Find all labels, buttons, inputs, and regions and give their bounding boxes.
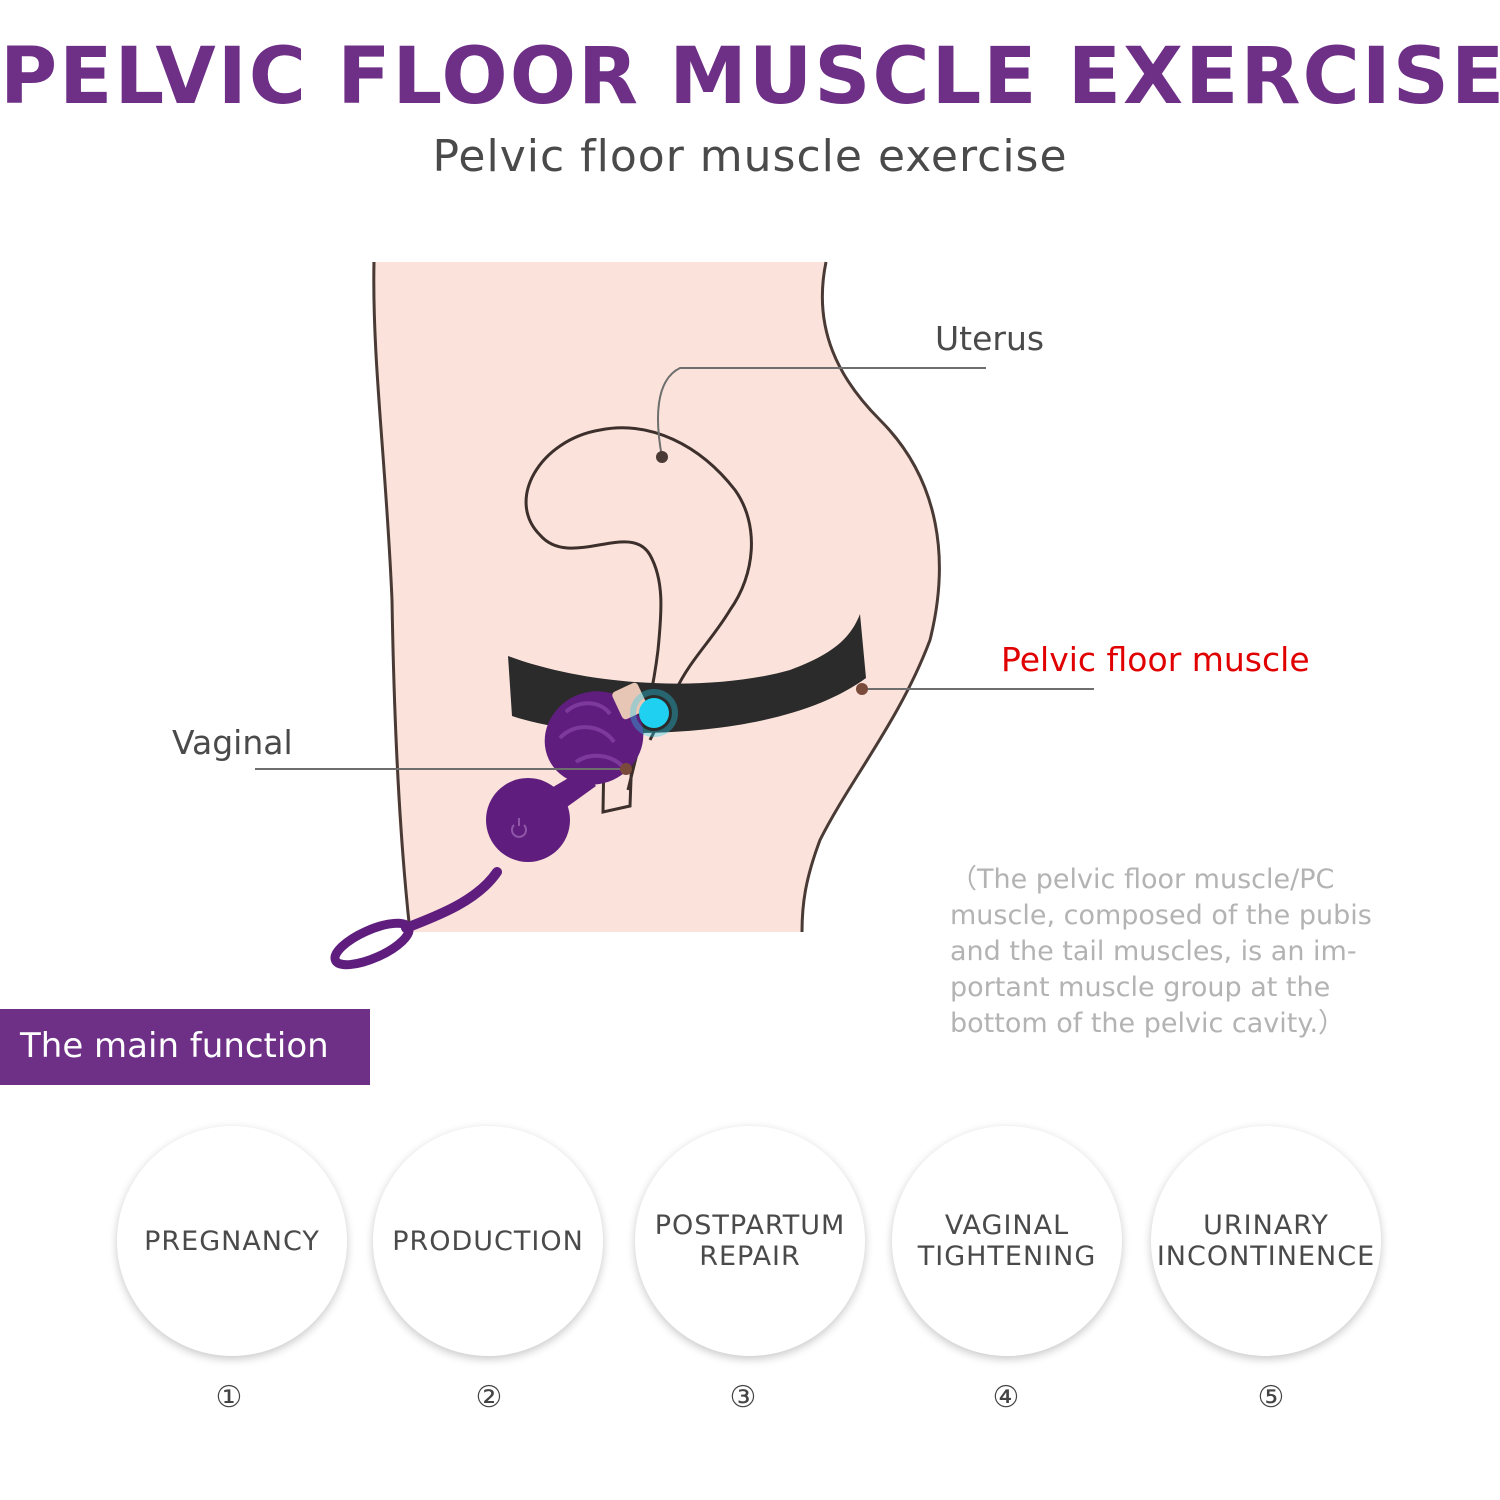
- pelvic-floor-muscle-label: Pelvic floor muscle: [1001, 640, 1310, 679]
- uterus-label: Uterus: [935, 319, 1045, 358]
- page-subtitle: Pelvic floor muscle exercise: [432, 131, 1068, 182]
- power-icon: [511, 818, 527, 838]
- function-circle-urinary-incontinence: URINARY INCONTINENCE: [1151, 1126, 1381, 1356]
- uterus-leader-line: [657, 367, 986, 458]
- function-circle-production: PRODUCTION: [373, 1126, 603, 1356]
- function-number: ②: [475, 1380, 503, 1415]
- body-back-outline: [800, 261, 941, 933]
- function-circle-vaginal-tightening: VAGINAL TIGHTENING: [892, 1126, 1122, 1356]
- function-label: URINARY INCONTINENCE: [1156, 1210, 1376, 1272]
- body-front-outline: [372, 261, 412, 933]
- body-silhouette: [372, 262, 940, 932]
- indicator-light: [639, 698, 669, 728]
- function-label: PREGNANCY: [144, 1225, 320, 1257]
- pelvic-floor-leader-dot: [856, 683, 868, 695]
- note-line: portant muscle group at the: [950, 972, 1331, 1003]
- function-number: ③: [729, 1380, 757, 1415]
- device-loop: [330, 918, 414, 970]
- page-title: PELVIC FLOOR MUSCLE EXERCISE: [0, 32, 1500, 122]
- pelvic-floor-note: （The pelvic floor muscle/PC muscle, comp…: [950, 862, 1450, 1042]
- device-rose-petals: [558, 701, 626, 770]
- main-function-heading-label: The main function: [20, 1026, 329, 1066]
- device-tail: [401, 867, 502, 933]
- function-circle-pregnancy: PREGNANCY: [117, 1126, 347, 1356]
- pelvic-anatomy-diagram: [255, 261, 1094, 970]
- indicator-light-glow: [630, 689, 678, 737]
- note-line: muscle, composed of the pubis: [950, 900, 1372, 931]
- function-number: ①: [215, 1380, 243, 1415]
- device-gold-cap: [612, 682, 648, 720]
- main-function-heading: The main function: [0, 1009, 370, 1085]
- vaginal-label: Vaginal: [172, 723, 293, 762]
- note-line: and the tail muscles, is an im-: [950, 936, 1357, 967]
- note-line: bottom of the pelvic cavity.）: [950, 1008, 1346, 1039]
- function-label: PRODUCTION: [392, 1225, 584, 1257]
- vaginal-leader-dot: [620, 763, 632, 775]
- function-circle-postpartum-repair: POSTPARTUM REPAIR: [635, 1126, 865, 1356]
- uterus-leader-dot: [656, 451, 668, 463]
- device-lower-ball: [486, 778, 570, 862]
- function-label: POSTPARTUM REPAIR: [654, 1210, 846, 1272]
- function-number: ④: [992, 1380, 1020, 1415]
- function-number: ⑤: [1257, 1380, 1285, 1415]
- note-line: （The pelvic floor muscle/PC: [950, 864, 1335, 895]
- uterus-outline: [524, 426, 753, 791]
- function-label: VAGINAL TIGHTENING: [917, 1210, 1097, 1272]
